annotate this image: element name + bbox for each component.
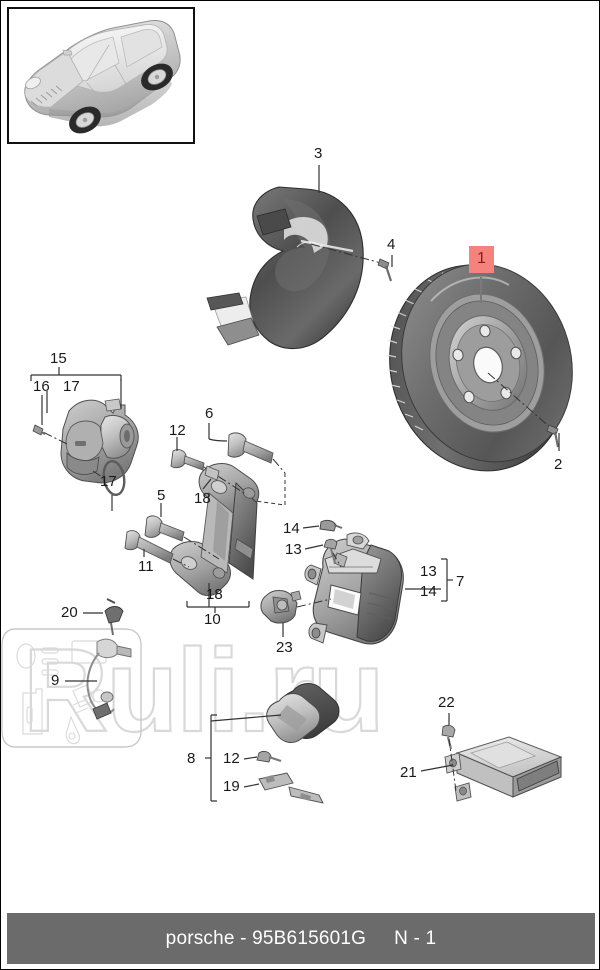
part-brake-disc [386,263,573,472]
footer-page-reference: N - 1 [394,927,437,949]
callout-12-upper[interactable]: 12 [169,422,186,439]
callout-19[interactable]: 19 [223,778,240,795]
callout-11[interactable]: 11 [138,558,154,575]
car-front-wheel [69,106,101,134]
exploded-parts-diagram [1,165,573,804]
callout-5[interactable]: 5 [157,487,166,504]
callout-15[interactable]: 15 [50,350,67,367]
part-bleeder-screw-13 [304,538,342,568]
part-actuator-screw [32,395,68,445]
part-guide-pin-11 [124,530,190,568]
footer-bar: porsche - 95B615601G N - 1 [7,913,595,964]
bracket-7 [405,558,453,602]
callout-10[interactable]: 10 [204,611,221,628]
callout-14-left[interactable]: 14 [283,520,300,537]
part-pad-retaining-spring-19 [243,772,324,804]
callout-17-top[interactable]: 17 [63,378,80,395]
callout-14-right[interactable]: 14 [420,583,437,600]
callout-17-bottom[interactable]: 17 [100,473,117,490]
part-screw-12-lower [243,750,282,763]
bracket-15 [30,367,122,413]
sensor-illustration-frame [1,628,142,748]
callout-1-highlighted[interactable]: 1 [469,246,494,273]
car-rear-wheel [141,63,173,91]
part-carrier-bolt-long [208,423,286,506]
callout-18-lower[interactable]: 18 [206,586,223,603]
callout-13-left[interactable]: 13 [285,541,302,558]
callout-12-lower[interactable]: 12 [223,750,240,767]
car-door-lines [86,44,130,105]
part-control-unit-screw-22 [441,713,457,792]
part-brake-caliper [304,532,404,645]
part-parking-brake-actuator [60,398,139,484]
callout-6[interactable]: 6 [205,405,214,422]
callout-13-right[interactable]: 13 [420,563,437,580]
callout-8[interactable]: 8 [187,750,196,767]
footer-part-number: porsche - 95B615601G [165,927,367,949]
callout-23[interactable]: 23 [276,639,293,656]
part-actuator-seal-oring [92,459,126,511]
part-carrier-bolt-5 [144,503,220,560]
car-side-window [120,29,163,68]
part-brake-pad-set [210,683,340,743]
callout-9[interactable]: 9 [51,672,60,689]
part-bleeder-cap-14 [302,519,343,532]
bracket-8 [205,714,217,802]
part-parking-brake-control-unit [420,736,563,802]
part-caliper-bracket-clip-23 [260,590,332,637]
callout-2[interactable]: 2 [554,456,563,473]
part-caliper-carrier [169,463,260,596]
bracket-10 [186,583,250,613]
callout-4[interactable]: 4 [387,236,396,253]
part-disc-retaining-screw [487,372,560,451]
part-screw-12-upper [170,437,248,496]
car-mirror [62,49,73,56]
callout-22[interactable]: 22 [438,694,455,711]
vehicle-thumbnail-box [7,7,195,144]
disc-lug-holes [452,324,522,404]
callout-7[interactable]: 7 [456,573,465,590]
porsche-macan-illustration [24,20,181,134]
part-pad-wear-sensor [1,598,142,748]
car-grille [30,85,63,107]
callout-16[interactable]: 16 [33,378,50,395]
callout-3[interactable]: 3 [314,145,323,162]
part-dust-shield-screw [310,243,393,282]
part-brake-dust-shield [206,186,364,350]
callout-20[interactable]: 20 [61,604,78,621]
callout-18-upper[interactable]: 18 [194,490,211,507]
part-guide-sleeve-18-upper [202,465,220,490]
car-headlight [25,76,41,90]
callout-21[interactable]: 21 [400,764,417,781]
